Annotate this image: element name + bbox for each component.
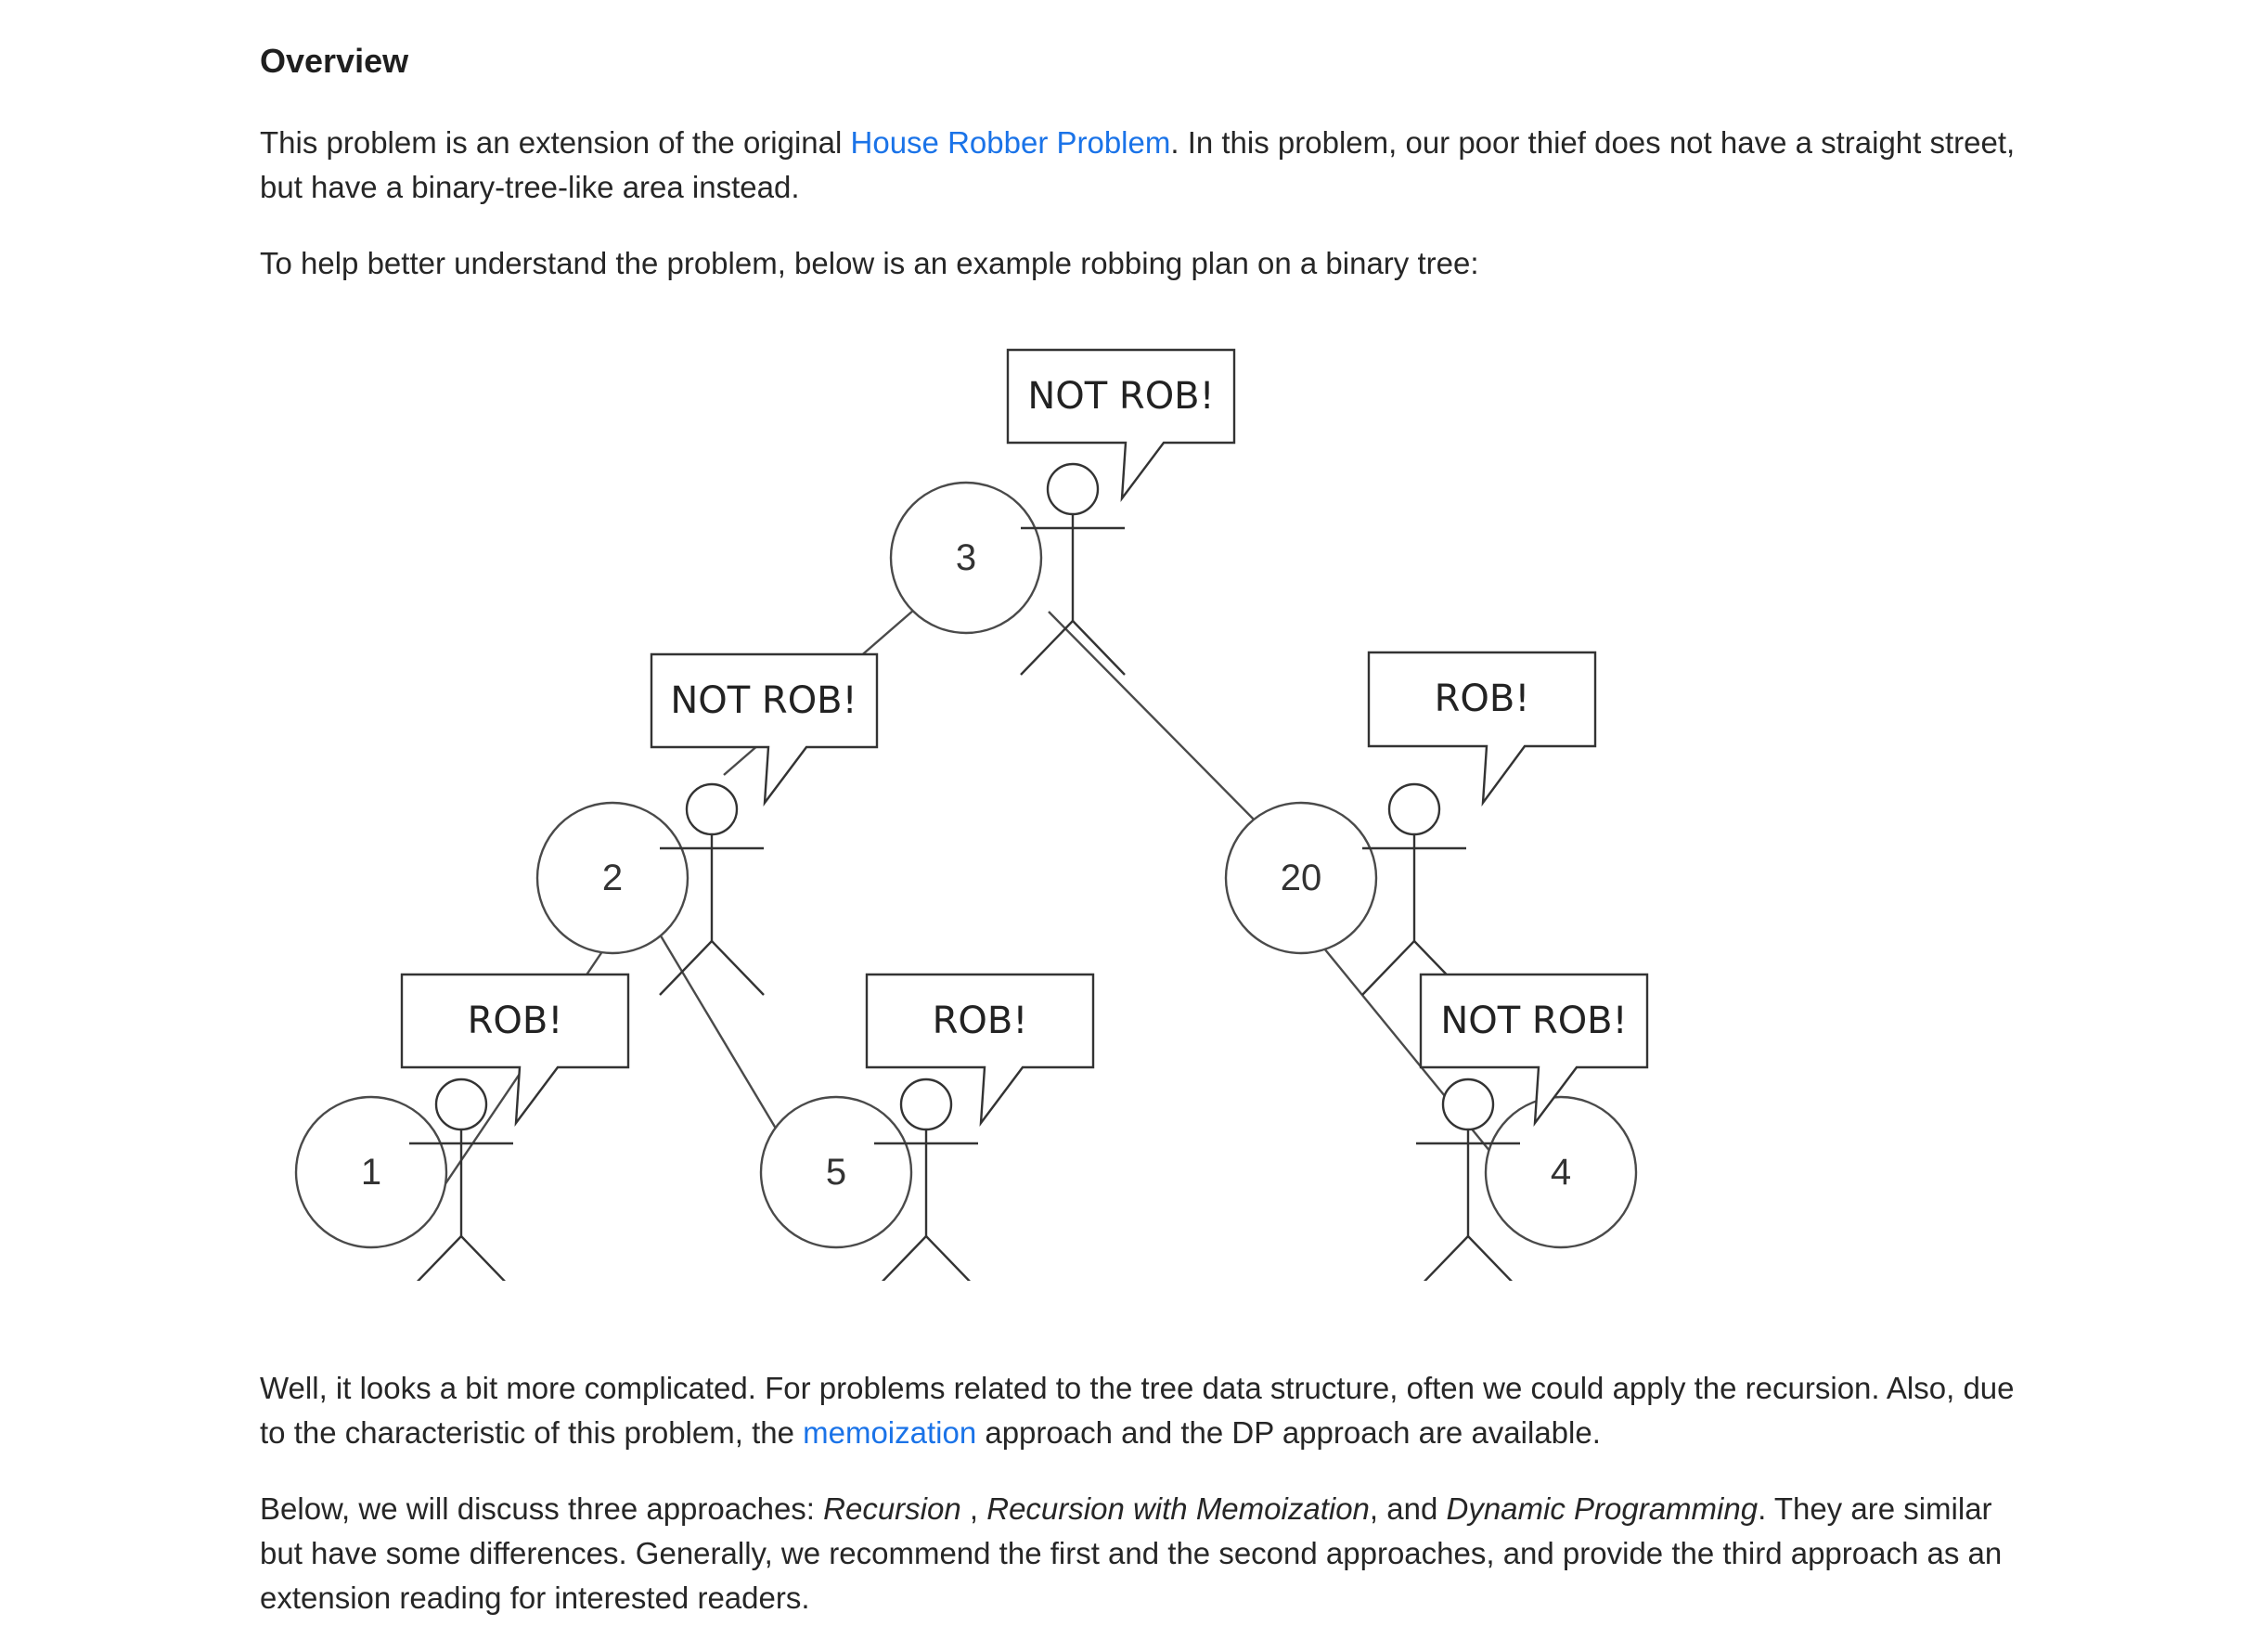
complexity-text-before: Well, it looks a bit more complicated. F…: [260, 1371, 2015, 1450]
binary-tree-svg: 3 2 20 1 5 4: [294, 348, 1649, 1281]
tree-node-right: 20: [1224, 801, 1378, 955]
decision-label-root: NOT ROB!: [1027, 375, 1214, 418]
tree-node-root: 3: [889, 481, 1043, 635]
thief-figure-left-right-icon: [874, 1078, 978, 1281]
decision-label-right-right: NOT ROB!: [1440, 1000, 1627, 1042]
node-value-left-right: 5: [826, 1152, 846, 1193]
edge-right-right-right: [1315, 937, 1508, 1173]
binary-tree-diagram: 3 2 20 1 5 4: [278, 334, 1652, 1281]
tree-node-right-right: 4: [1484, 1095, 1638, 1249]
article: Overview This problem is an extension of…: [260, 37, 2023, 1615]
decision-label-left-right: ROB!: [933, 1000, 1028, 1042]
intro-text-before: This problem is an extension of the orig…: [260, 125, 851, 160]
thief-figure-root-icon: [1020, 462, 1126, 676]
intro-paragraph: This problem is an extension of the orig…: [260, 121, 2023, 210]
decision-label-right: ROB!: [1435, 678, 1530, 720]
tree-node-left-left: 1: [294, 1095, 448, 1249]
approaches-separator-1: ,: [960, 1491, 987, 1526]
speech-bubble-left-left: ROB!: [400, 973, 630, 1127]
complexity-text-after: approach and the DP approach are availab…: [976, 1415, 1601, 1450]
speech-bubble-left-right: ROB!: [865, 973, 1095, 1127]
node-value-right-right: 4: [1551, 1152, 1571, 1193]
speech-bubble-root: NOT ROB!: [1006, 348, 1236, 502]
speech-bubble-right: ROB!: [1367, 651, 1597, 807]
tree-node-left-right: 5: [759, 1095, 913, 1249]
thief-figure-right-icon: [1361, 782, 1467, 996]
decision-label-left-left: ROB!: [468, 1000, 563, 1042]
thief-figure-left-icon: [659, 782, 765, 996]
decision-label-left: NOT ROB!: [670, 679, 857, 722]
speech-bubble-left: NOT ROB!: [650, 652, 879, 807]
node-value-left-left: 1: [361, 1152, 381, 1193]
approach-dynamic-programming: Dynamic Programming: [1446, 1491, 1759, 1526]
node-value-root: 3: [956, 537, 976, 578]
node-value-right: 20: [1281, 858, 1322, 898]
section-title: Overview: [260, 42, 409, 80]
approach-recursion: Recursion: [823, 1491, 961, 1526]
approaches-paragraph: Below, we will discuss three approaches:…: [260, 1487, 2023, 1620]
complexity-paragraph: Well, it looks a bit more complicated. F…: [260, 1366, 2023, 1455]
thief-figure-right-right-icon: [1416, 1078, 1520, 1281]
approaches-separator-2: , and: [1369, 1491, 1447, 1526]
edge-root-right: [1048, 611, 1263, 829]
approaches-text-before: Below, we will discuss three approaches:: [260, 1491, 824, 1526]
tree-node-left: 2: [535, 801, 689, 955]
approaches-text-after: . They are similar but have some differe…: [260, 1491, 2003, 1615]
thief-figure-left-left-icon: [409, 1078, 513, 1281]
memoization-link[interactable]: memoization: [803, 1415, 977, 1450]
intro-text-after: . In this problem, our poor thief does n…: [260, 125, 2016, 204]
speech-bubble-right-right: NOT ROB!: [1419, 973, 1649, 1127]
approach-recursion-memoization: Recursion with Memoization: [986, 1491, 1370, 1526]
node-value-left: 2: [602, 858, 623, 898]
example-intro-paragraph: To help better understand the problem, b…: [260, 246, 1479, 280]
house-robber-problem-link[interactable]: House Robber Problem: [850, 125, 1171, 160]
